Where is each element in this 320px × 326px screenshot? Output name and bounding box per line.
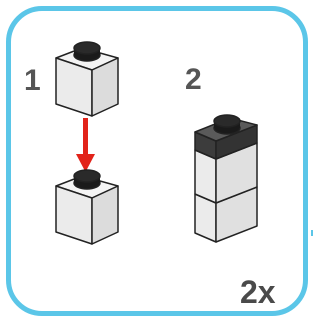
step-number-2: 2 [185,63,202,96]
brick-1x1-white-icon [55,169,119,245]
brick-1x1-dark-cap-icon [194,114,258,243]
arrow-down-red-icon [76,118,95,172]
step-number-1: 1 [24,64,41,97]
quantity-multiplier: 2x [240,274,276,310]
border-mark [311,230,313,236]
brick-1x1-white-icon [55,41,119,117]
